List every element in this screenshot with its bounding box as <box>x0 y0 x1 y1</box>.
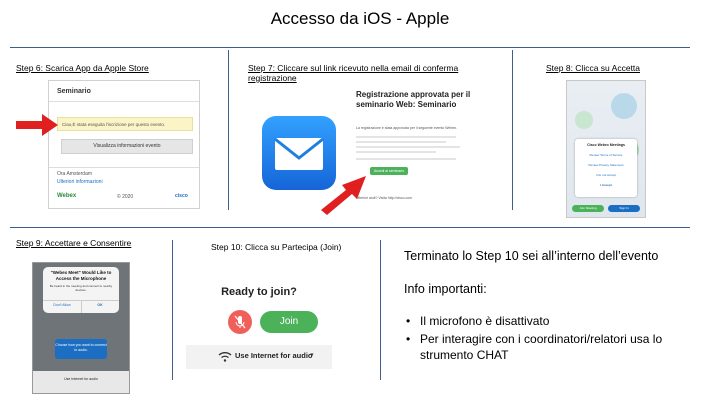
step10-screenshot: Ready to join? Join Use Internet for aud… <box>186 268 332 376</box>
top-divider <box>10 47 690 48</box>
join-seminar-button[interactable]: Accedi al seminario <box>370 167 408 175</box>
more-info-link[interactable]: Ulteriori informazioni <box>57 179 103 185</box>
bullet-item: •Il microfono è disattivato <box>406 314 550 328</box>
email-footer: Ulteriori aiuti? Visita http://cisco.com <box>356 196 413 200</box>
dialog-item-privacy[interactable]: Review Privacy Statement <box>588 163 624 167</box>
middle-divider <box>10 227 690 228</box>
audio-connect-tooltip: Choose how you want to connect to audio. <box>55 339 107 359</box>
divider-v4 <box>380 240 381 380</box>
bullet-text: Per interagire con i coordinatori/relato… <box>420 332 663 362</box>
dialog-item-decline[interactable]: I Do not Accept <box>595 173 617 177</box>
ok-button[interactable]: OK <box>97 303 103 307</box>
chevron-down-icon[interactable]: ▾ <box>310 352 314 359</box>
seminar-header: Seminario <box>57 88 91 95</box>
step10-label: Step 10: Clicca su Partecipa (Join) <box>211 242 342 252</box>
step8-label: Step 8: Clicca su Accetta <box>546 63 641 73</box>
step7-label: Step 7: Cliccare sul link ricevuto nella… <box>248 63 459 83</box>
email-body-text: La registrazione è stata approvata per i… <box>356 126 458 130</box>
sign-in-button[interactable]: Sign In <box>608 205 640 212</box>
mic-muted-icon[interactable] <box>228 310 252 334</box>
divider-v3 <box>172 240 173 380</box>
registration-notice: Ciao,È stata eseguita l'iscrizione per q… <box>57 117 193 131</box>
arrow-up-right-icon <box>321 176 366 215</box>
step9-label: Step 9: Accettare e Consentire <box>16 238 132 248</box>
arrow-right-icon <box>16 114 58 136</box>
step8-screenshot: Cisco Webex Meetings Review Terms of Ser… <box>566 80 646 218</box>
email-heading: Registrazione approvata per il seminario… <box>356 90 471 109</box>
timezone-label: Ora Amsterdam <box>57 171 93 177</box>
join-meeting-button[interactable]: Join Meeting <box>572 205 604 212</box>
join-button[interactable]: Join <box>260 311 318 333</box>
dialog-item-terms[interactable]: Review Terms of Service <box>589 153 623 157</box>
terms-dialog: Cisco Webex Meetings Review Terms of Ser… <box>575 139 637 197</box>
step6-label: Step 6: Scarica App da Apple Store <box>16 63 149 73</box>
divider-v1 <box>228 50 229 210</box>
use-internet-audio-option[interactable]: Use Internet for audio <box>64 377 98 381</box>
info-bullets: •Il microfono è disattivato •Per interag… <box>406 313 696 363</box>
cisco-logo: cisco <box>175 193 188 199</box>
step6-screenshot: Seminario Ciao,È stata eseguita l'iscriz… <box>48 80 200 209</box>
alert-title: "Webex Meet" Would Like to Access the Mi… <box>50 270 112 281</box>
dont-allow-button[interactable]: Don't Allow <box>53 303 71 307</box>
step9-screenshot: "Webex Meet" Would Like to Access the Mi… <box>32 262 130 394</box>
info-line-2: Info importanti: <box>404 282 487 296</box>
copyright-text: © 2020 <box>117 194 134 200</box>
alert-body: Be heard in the meeting and connect to n… <box>49 284 113 292</box>
divider-v2 <box>512 50 513 210</box>
ready-to-join-title: Ready to join? <box>221 286 297 298</box>
dialog-item-accept[interactable]: I Accept <box>600 183 612 187</box>
view-event-info-button[interactable]: Visualizza informazioni evento <box>61 139 193 154</box>
webex-logo: Webex <box>57 193 77 199</box>
mail-app-icon <box>262 116 336 190</box>
step7-screenshot: Registrazione approvata per il seminario… <box>248 86 480 216</box>
wifi-icon <box>218 350 232 362</box>
page-title: Accesso da iOS - Apple <box>270 9 450 28</box>
dialog-title: Cisco Webex Meetings <box>587 143 625 147</box>
info-line-1: Terminato lo Step 10 sei all’interno del… <box>404 249 659 263</box>
bullet-text: Il microfono è disattivato <box>420 314 550 328</box>
mic-permission-alert: "Webex Meet" Would Like to Access the Mi… <box>43 267 119 313</box>
internet-audio-label[interactable]: Use Internet for audio <box>235 351 313 360</box>
bullet-item: •Per interagire con i coordinatori/relat… <box>406 331 696 363</box>
